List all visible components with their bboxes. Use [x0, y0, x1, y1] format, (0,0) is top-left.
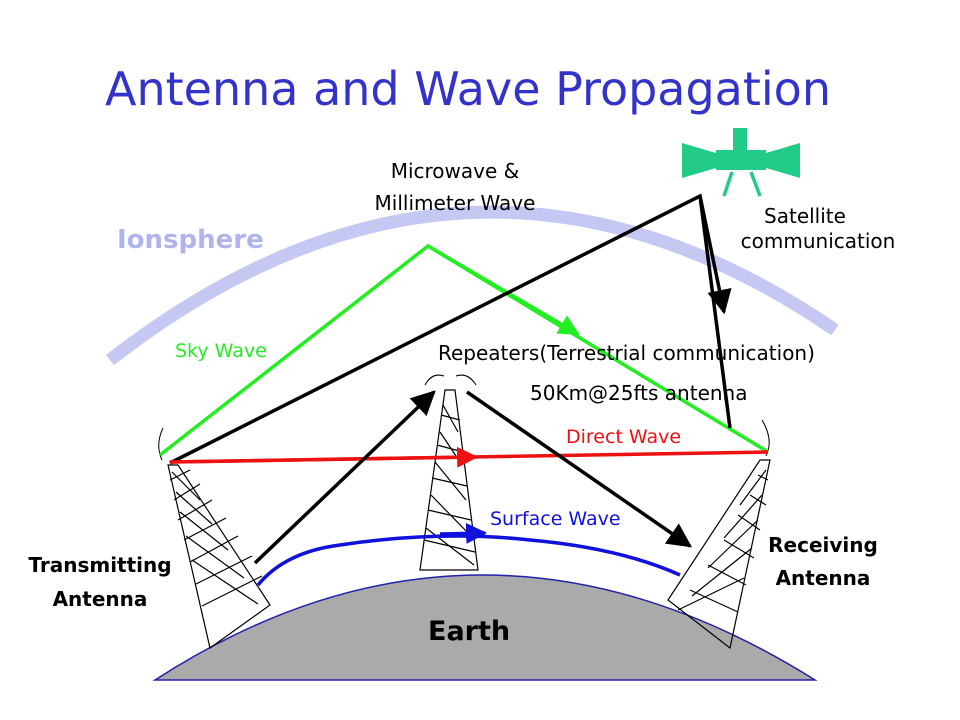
- satellite-label-line2: communication: [741, 229, 896, 253]
- sky-wave-path: [158, 243, 769, 457]
- receiving-tower: [667, 419, 771, 650]
- direct-wave-label: Direct Wave: [566, 426, 681, 448]
- uplink-to-repeater-arrow: [253, 390, 436, 565]
- downlink-from-repeater-arrow: [466, 390, 693, 548]
- page-title: Antenna and Wave Propagation: [105, 62, 831, 116]
- sky-wave-label: Sky Wave: [175, 340, 267, 362]
- ionosphere-label: Ionsphere: [117, 225, 264, 255]
- receiving-antenna-label-line2: Antenna: [776, 566, 871, 590]
- satellite-icon: [682, 128, 800, 197]
- repeater-tower: [419, 374, 479, 571]
- satellite-label-line1: Satellite: [764, 204, 846, 228]
- transmitting-tower: [158, 427, 271, 650]
- transmitting-antenna-label-line1: Transmitting: [28, 553, 171, 577]
- transmitting-antenna-label-line2: Antenna: [53, 587, 148, 611]
- microwave-label-line2: Millimeter Wave: [375, 191, 536, 215]
- repeater-spec-label: 50Km@25fts antenna: [530, 381, 748, 405]
- receiving-antenna-label-line1: Receiving: [768, 533, 878, 557]
- microwave-label-line1: Microwave &: [391, 159, 520, 183]
- direct-wave-path: [169, 446, 769, 468]
- earth: [152, 574, 818, 681]
- ionosphere-arc: [106, 205, 839, 366]
- earth-label: Earth: [428, 616, 510, 647]
- surface-wave-path: [256, 522, 681, 587]
- surface-wave-label: Surface Wave: [490, 508, 621, 530]
- repeaters-label: Repeaters(Terrestrial communication): [438, 341, 815, 365]
- satellite-link-path: [169, 193, 732, 465]
